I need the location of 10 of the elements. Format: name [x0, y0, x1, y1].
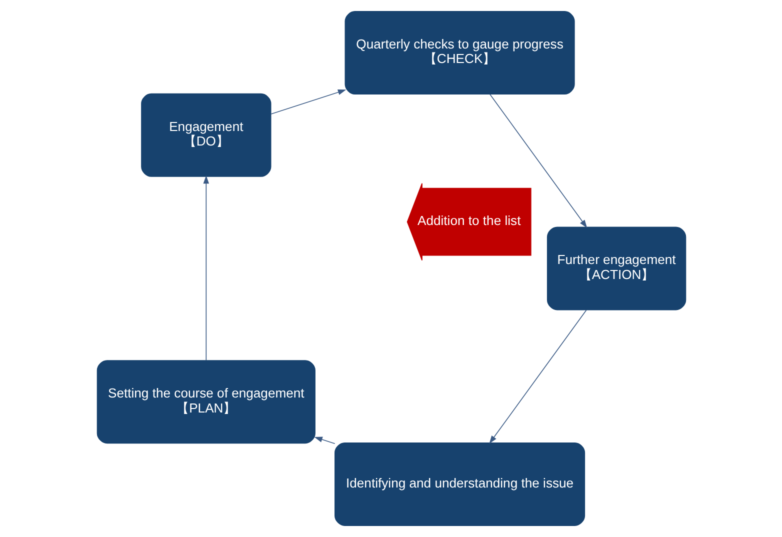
- arrow: [202, 175, 209, 361]
- node-box: Quarterly checks to gauge progress 【CHECK】: [344, 11, 574, 94]
- arrow: [270, 89, 346, 114]
- node-box: Further engagement 【ACTION】: [546, 226, 686, 310]
- node-box: Identifying and understanding the issue: [334, 442, 585, 526]
- node-box: Engagement 【DO】: [140, 93, 271, 177]
- arrow: [488, 310, 586, 444]
- node-box: Setting the course of engagement 【PLAN】: [96, 360, 315, 444]
- arrow: [489, 94, 587, 228]
- arrow: [314, 436, 335, 444]
